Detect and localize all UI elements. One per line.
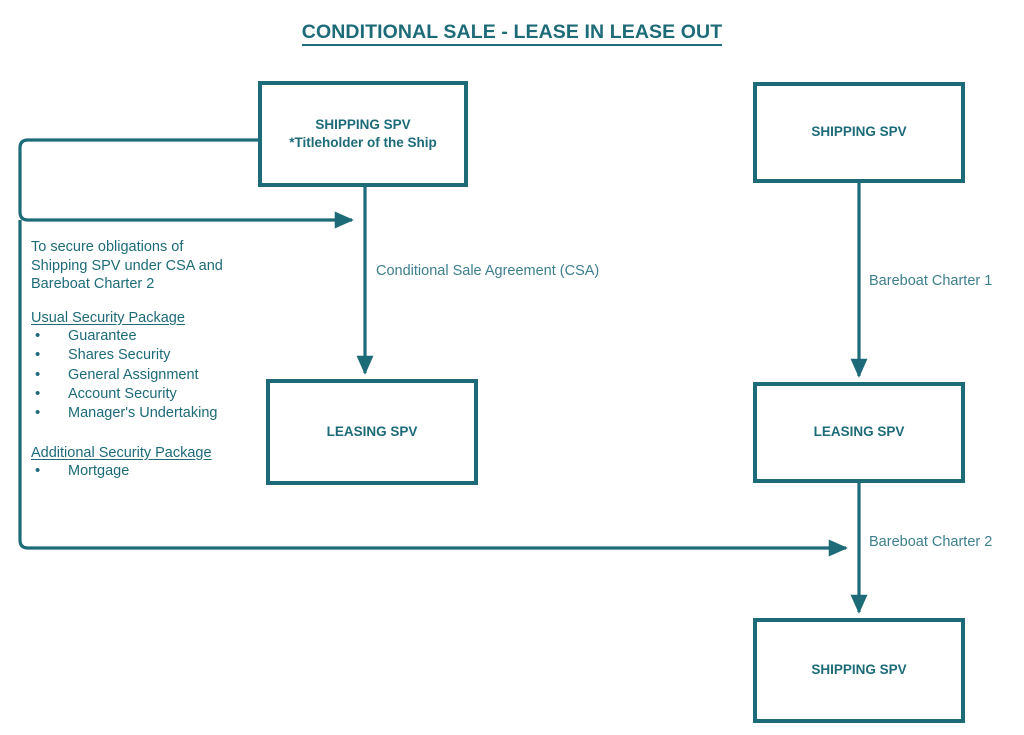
list-item: General Assignment	[31, 365, 271, 385]
security-note-intro-line2: Shipping SPV under CSA and	[31, 257, 223, 274]
list-item: Manager's Undertaking	[31, 403, 271, 423]
node-shipping-spv-right[interactable]: SHIPPING SPV	[753, 82, 965, 183]
additional-security-package-heading: Additional Security Package	[31, 444, 212, 461]
node-label: LEASING SPV	[813, 424, 905, 440]
node-label: SHIPPING SPV	[811, 662, 907, 678]
usual-security-package-list: Guarantee Shares Security General Assign…	[31, 326, 271, 423]
edge-security-to-bareboat2-arrow	[18, 220, 848, 557]
security-note-intro: To secure obligations of Shipping SPV un…	[31, 238, 271, 294]
node-label: LEASING SPV	[326, 423, 418, 439]
list-item: Mortgage	[31, 461, 271, 481]
node-leasing-spv-left[interactable]: LEASING SPV	[266, 379, 478, 485]
usual-security-package-heading: Usual Security Package	[31, 309, 185, 326]
node-label: SHIPPING SPV	[315, 116, 411, 132]
list-item: Guarantee	[31, 326, 271, 346]
list-item: Shares Security	[31, 345, 271, 365]
edge-label-bareboat-charter-2: Bareboat Charter 2	[869, 534, 993, 550]
edge-label-csa: Conditional Sale Agreement (CSA)	[376, 263, 600, 279]
node-sublabel: *Titleholder of the Ship	[289, 135, 437, 150]
node-shipping-spv-titleholder[interactable]: SHIPPING SPV *Titleholder of the Ship	[258, 81, 468, 187]
security-note-intro-line3: Bareboat Charter 2	[31, 276, 155, 293]
diagram-title: CONDITIONAL SALE - LEASE IN LEASE OUT	[0, 21, 1024, 46]
edge-label-bareboat-charter-1: Bareboat Charter 1	[869, 273, 993, 289]
node-shipping-spv-bottom[interactable]: SHIPPING SPV	[753, 618, 965, 723]
node-label: SHIPPING SPV	[811, 124, 907, 140]
node-leasing-spv-right[interactable]: LEASING SPV	[753, 382, 965, 483]
security-note-intro-line1: To secure obligations of	[31, 239, 184, 255]
edge-security-loop-arrow	[18, 138, 354, 229]
security-package-note: To secure obligations of Shipping SPV un…	[31, 238, 271, 481]
additional-security-package-list: Mortgage	[31, 461, 271, 481]
list-item: Account Security	[31, 384, 271, 404]
diagram-title-text: CONDITIONAL SALE - LEASE IN LEASE OUT	[301, 21, 723, 46]
